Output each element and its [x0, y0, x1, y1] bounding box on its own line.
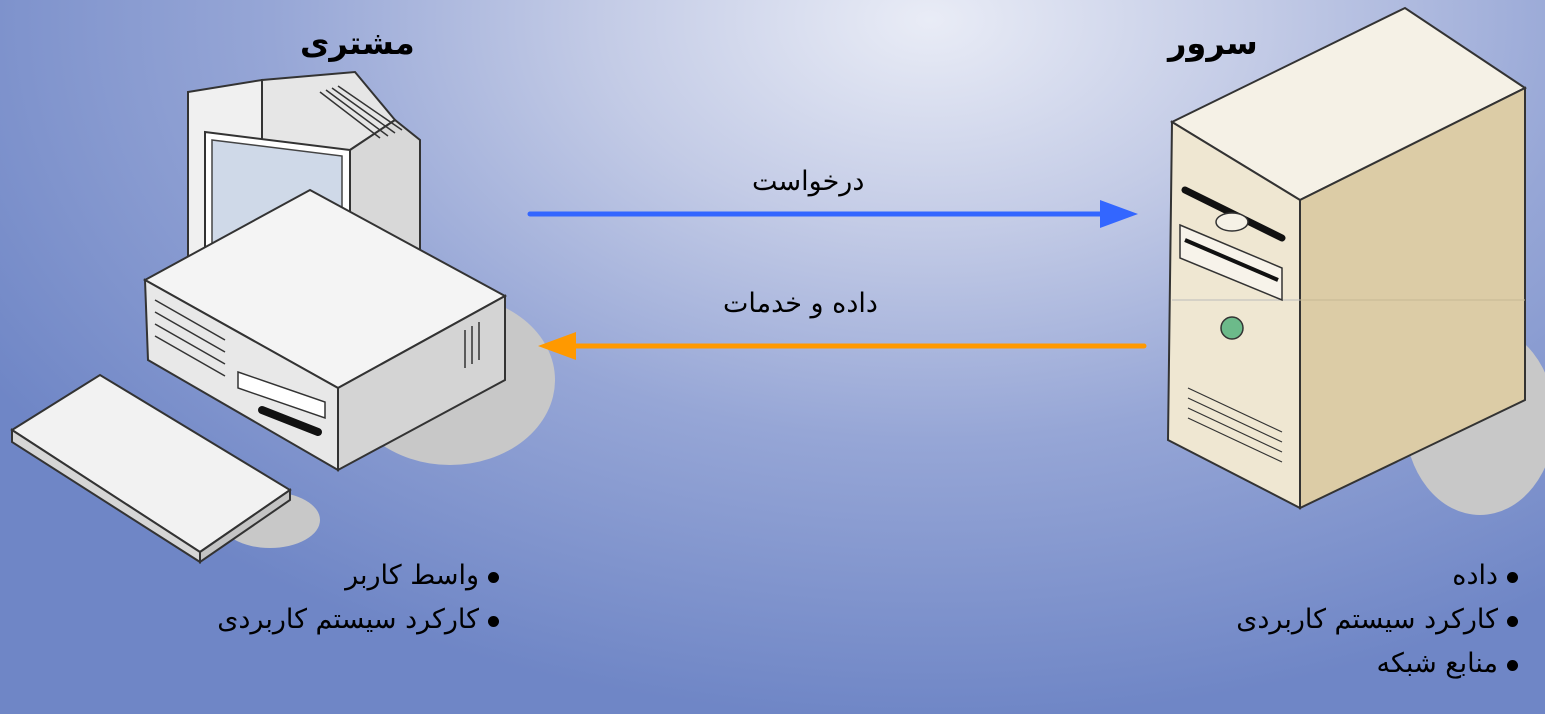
list-item: کارکرد سیستم کاربردی: [1236, 598, 1520, 642]
desktop-computer-icon: [10, 70, 555, 564]
request-arrow: [527, 200, 1138, 228]
server-feature-list: داده کارکرد سیستم کاربردی منابع شبکه: [1236, 554, 1520, 686]
response-label: داده و خدمات: [723, 288, 878, 319]
list-item: کارکرد سیستم کاربردی: [217, 598, 501, 642]
list-item: واسط کاربر: [217, 554, 501, 598]
client-feature-list: واسط کاربر کارکرد سیستم کاربردی: [217, 554, 501, 642]
client-title: مشتری: [300, 24, 415, 62]
request-label: درخواست: [752, 166, 865, 197]
response-arrow: [538, 332, 1147, 360]
server-title: سرور: [1168, 24, 1258, 62]
list-item: منابع شبکه: [1236, 642, 1520, 686]
tower-server-icon: [1166, 6, 1545, 515]
list-item: داده: [1236, 554, 1520, 598]
